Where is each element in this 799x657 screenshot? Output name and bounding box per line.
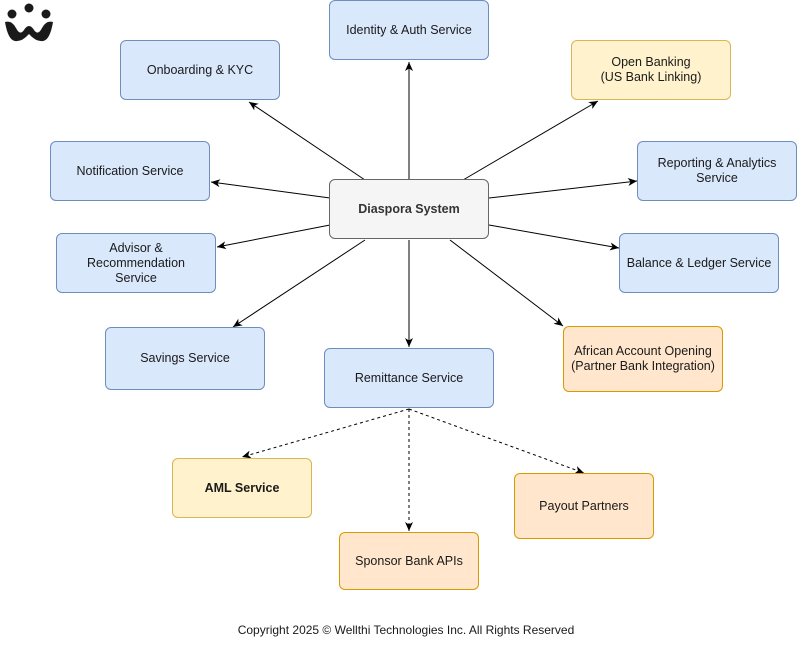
aml-service-node[interactable]: AML Service: [172, 458, 312, 518]
edge-aml: [241, 408, 410, 459]
edge-savings: [232, 239, 366, 328]
onboarding-kyc-label: Onboarding & KYC: [146, 62, 254, 77]
balance-ledger-service-node[interactable]: Balance & Ledger Service: [619, 233, 779, 293]
edge-open-banking: [462, 100, 599, 181]
sponsor-bank-apis-node[interactable]: Sponsor Bank APIs: [339, 532, 479, 590]
notification-service-node[interactable]: Notification Service: [50, 141, 210, 201]
edge-onboarding: [248, 101, 366, 181]
diaspora-system-node[interactable]: Diaspora System: [329, 179, 489, 239]
edge-african-account: [449, 239, 564, 327]
balance-ledger-service-label: Balance & Ledger Service: [626, 255, 772, 270]
edge-notification: [210, 179, 331, 199]
reporting-analytics-service-label: Reporting & Analytics Service: [657, 156, 777, 185]
edge-reporting: [488, 178, 638, 199]
edge-balance: [488, 224, 620, 251]
advisor-recommendation-service-label: Advisor & Recommendation Service: [87, 240, 185, 285]
open-banking-node[interactable]: Open Banking (US Bank Linking): [571, 40, 731, 100]
aml-service-label: AML Service: [204, 480, 280, 495]
advisor-recommendation-service-node[interactable]: Advisor & Recommendation Service: [56, 233, 216, 293]
edge-advisor: [216, 224, 331, 250]
reporting-analytics-service-node[interactable]: Reporting & Analytics Service: [637, 141, 797, 201]
payout-partners-node[interactable]: Payout Partners: [514, 473, 654, 539]
identity-auth-service-node[interactable]: Identity & Auth Service: [329, 0, 489, 60]
sponsor-bank-apis-label: Sponsor Bank APIs: [355, 553, 463, 568]
african-account-opening-node[interactable]: African Account Opening (Partner Bank In…: [563, 326, 723, 392]
savings-service-node[interactable]: Savings Service: [105, 327, 265, 390]
wellthi-logo-icon: [0, 0, 58, 46]
remittance-service-label: Remittance Service: [354, 370, 464, 385]
diaspora-system-label: Diaspora System: [358, 201, 460, 216]
remittance-service-node[interactable]: Remittance Service: [324, 348, 494, 408]
edge-payout: [408, 408, 585, 474]
open-banking-label: Open Banking (US Bank Linking): [600, 55, 702, 84]
notification-service-label: Notification Service: [76, 163, 184, 178]
payout-partners-label: Payout Partners: [539, 498, 629, 513]
copyright-footer: Copyright 2025 © Wellthi Technologies In…: [237, 623, 575, 637]
african-account-opening-label: African Account Opening (Partner Bank In…: [571, 344, 715, 373]
onboarding-kyc-node[interactable]: Onboarding & KYC: [120, 40, 280, 100]
savings-service-label: Savings Service: [140, 351, 230, 365]
identity-auth-service-label: Identity & Auth Service: [346, 22, 472, 37]
